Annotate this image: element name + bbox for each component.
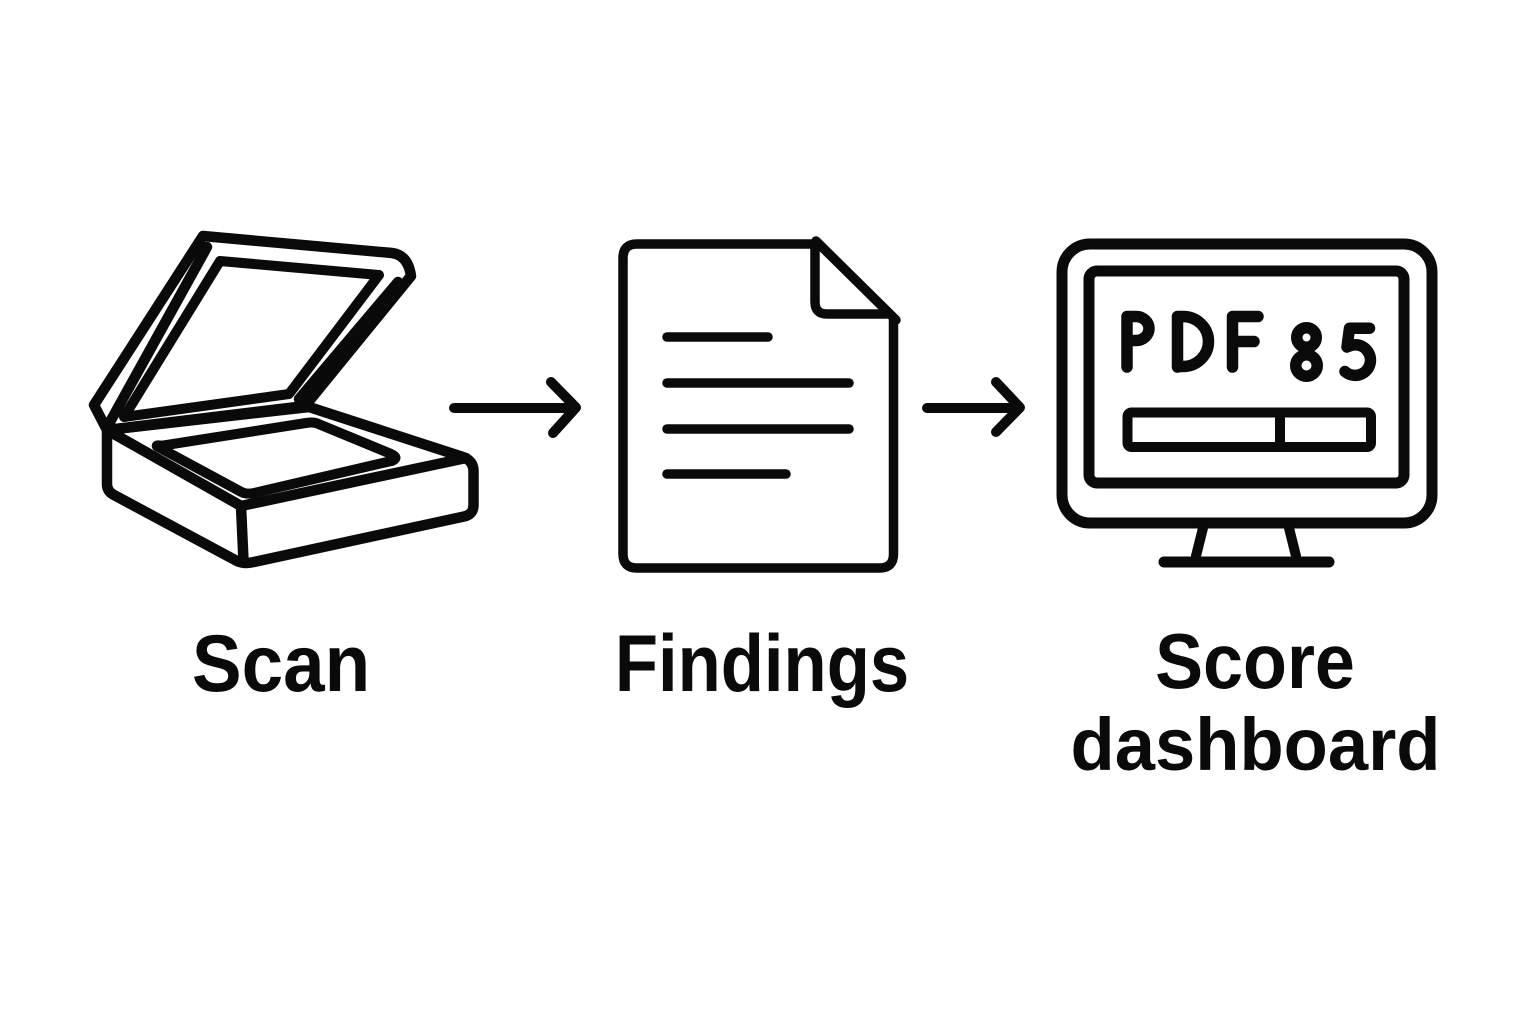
svg-text:Findings: Findings <box>615 619 909 710</box>
svg-text:Score: Score <box>1155 617 1355 704</box>
svg-text:Scan: Scan <box>192 619 370 708</box>
svg-text:dashboard: dashboard <box>1071 703 1441 786</box>
